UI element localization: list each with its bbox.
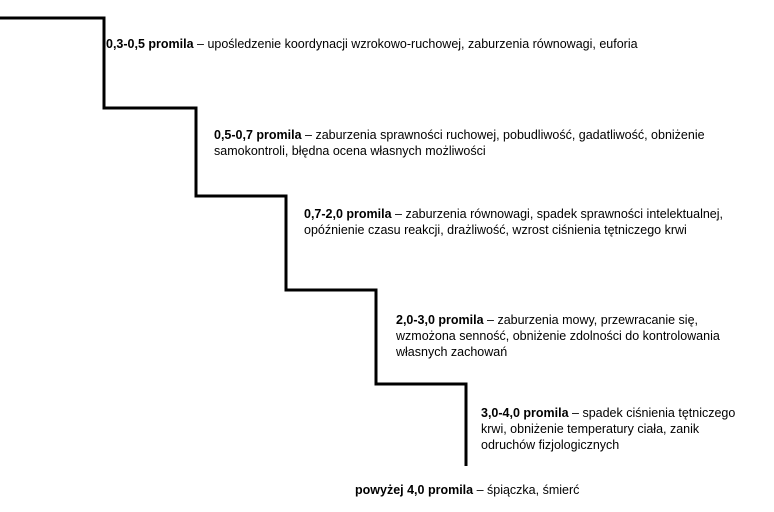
step-1-description: 0,3-0,5 promila – upośledzenie koordynac…	[106, 36, 766, 52]
step-5-line-2: krwi, obniżenie temperatury ciała, zanik	[481, 422, 700, 436]
step-2-separator: –	[301, 128, 316, 142]
step-2-line-1: zaburzenia sprawności ruchowej, pobudliw…	[315, 128, 705, 142]
step-1-line-1: upośledzenie koordynacji wzrokowo-ruchow…	[207, 37, 638, 51]
step-2-description: 0,5-0,7 promila – zaburzenia sprawności …	[214, 127, 764, 159]
step-5-line-3: odruchów fizjologicznych	[481, 438, 620, 452]
step-3-separator: –	[391, 207, 406, 221]
step-3-line-1: zaburzenia równowagi, spadek sprawności …	[405, 207, 723, 221]
step-5-line-1: spadek ciśnienia tętniczego	[582, 406, 736, 420]
step-4-line-1: zaburzenia mowy, przewracanie się,	[497, 313, 699, 327]
step-5-description: 3,0-4,0 promila – spadek ciśnienia tętni…	[481, 405, 771, 453]
step-5-range: 3,0-4,0 promila	[481, 406, 569, 420]
step-1-separator: –	[193, 37, 208, 51]
step-3-description: 0,7-2,0 promila – zaburzenia równowagi, …	[304, 206, 766, 238]
step-4-line-2: wzmożona senność, obniżenie zdolności do…	[396, 329, 720, 343]
step-6-range: powyżej 4,0 promila	[355, 483, 474, 497]
step-2-line-2: samokontroli, błędna ocena własnych możl…	[214, 144, 486, 158]
step-6-description: powyżej 4,0 promila – śpiączka, śmierć	[355, 482, 755, 498]
step-3-range: 0,7-2,0 promila	[304, 207, 392, 221]
staircase-line	[0, 16, 468, 466]
step-4-separator: –	[483, 313, 498, 327]
step-6-separator: –	[473, 483, 487, 497]
step-1-range: 0,3-0,5 promila	[106, 37, 194, 51]
step-5-separator: –	[568, 406, 583, 420]
step-4-range: 2,0-3,0 promila	[396, 313, 484, 327]
step-4-description: 2,0-3,0 promila – zaburzenia mowy, przew…	[396, 312, 756, 360]
step-6-line-1: śpiączka, śmierć	[487, 483, 580, 497]
step-3-line-2: opóźnienie czasu reakcji, drażliwość, wz…	[304, 223, 687, 237]
step-2-range: 0,5-0,7 promila	[214, 128, 302, 142]
step-4-line-3: własnych zachowań	[396, 345, 508, 359]
